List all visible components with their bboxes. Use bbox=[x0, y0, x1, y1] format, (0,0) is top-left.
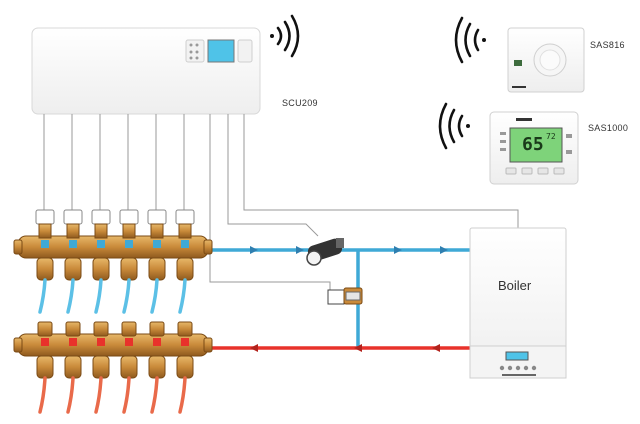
wireless-signal-icon bbox=[454, 16, 486, 64]
thermostat-lcd-value: 65 bbox=[522, 134, 544, 155]
thermostat-sas816-label: SAS816 bbox=[590, 40, 625, 50]
pump-icon bbox=[306, 238, 344, 266]
wireless-signal-icon bbox=[438, 102, 470, 150]
arrow-right-icon bbox=[250, 246, 448, 254]
manifold-actuators bbox=[35, 209, 195, 225]
wireless-signal-icon bbox=[270, 14, 300, 58]
return-pipe bbox=[20, 248, 470, 348]
controller-label: SCU209 bbox=[282, 98, 318, 108]
thermostat-lcd-secondary: 72 bbox=[546, 132, 556, 141]
boiler-lcd bbox=[505, 351, 529, 361]
thermostat-sas816 bbox=[507, 27, 585, 93]
supply-loop-tubes bbox=[38, 376, 187, 414]
thermostat-sas1000-label: SAS1000 bbox=[588, 123, 629, 133]
return-manifold bbox=[13, 209, 213, 281]
valve-icon bbox=[327, 287, 363, 305]
signal-wires bbox=[43, 114, 519, 290]
thermostat-sas1000 bbox=[489, 111, 579, 185]
thermostat-lcd bbox=[509, 127, 563, 163]
boiler-label: Boiler bbox=[498, 278, 532, 293]
controller-scu209 bbox=[31, 27, 261, 115]
controller-lcd bbox=[207, 39, 235, 63]
return-loop-tubes bbox=[38, 278, 187, 314]
supply-manifold bbox=[13, 321, 213, 379]
boiler bbox=[469, 227, 567, 379]
arrow-left-icon bbox=[250, 344, 440, 352]
